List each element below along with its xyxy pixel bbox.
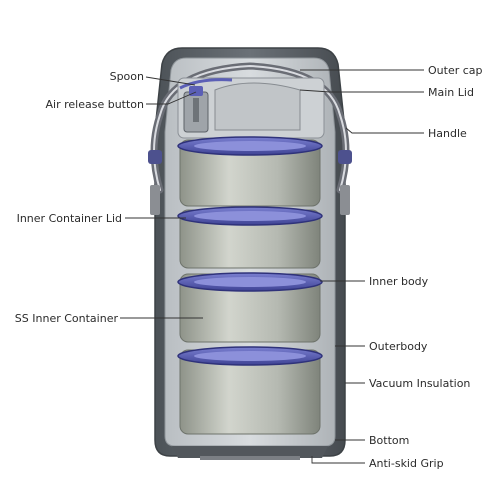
label-outer-cap: Outer cap — [428, 64, 483, 77]
label-main-lid: Main Lid — [428, 86, 474, 99]
label-air-release-button: Air release button — [45, 98, 145, 111]
handle-graphic — [148, 62, 352, 215]
label-ss-inner-container: SS Inner Container — [14, 312, 118, 325]
inner-container-1 — [177, 136, 323, 207]
label-spoon: Spoon — [109, 70, 144, 83]
label-inner-body: Inner body — [369, 275, 429, 288]
label-vacuum-insulation: Vacuum Insulation — [369, 377, 471, 390]
inner-container-4 — [177, 346, 323, 435]
label-handle: Handle — [428, 127, 467, 140]
main-lid-graphic — [177, 77, 325, 139]
label-outerbody: Outerbody — [369, 340, 428, 353]
container-stack — [177, 136, 323, 435]
inner-container-2 — [177, 206, 323, 269]
inner-container-3 — [177, 272, 323, 343]
leader-lines — [120, 69, 424, 464]
label-inner-container-lid: Inner Container Lid — [16, 212, 122, 225]
label-bottom: Bottom — [369, 434, 410, 447]
label-anti-skid-grip: Anti-skid Grip — [369, 457, 444, 470]
bottom-graphic — [172, 446, 328, 460]
